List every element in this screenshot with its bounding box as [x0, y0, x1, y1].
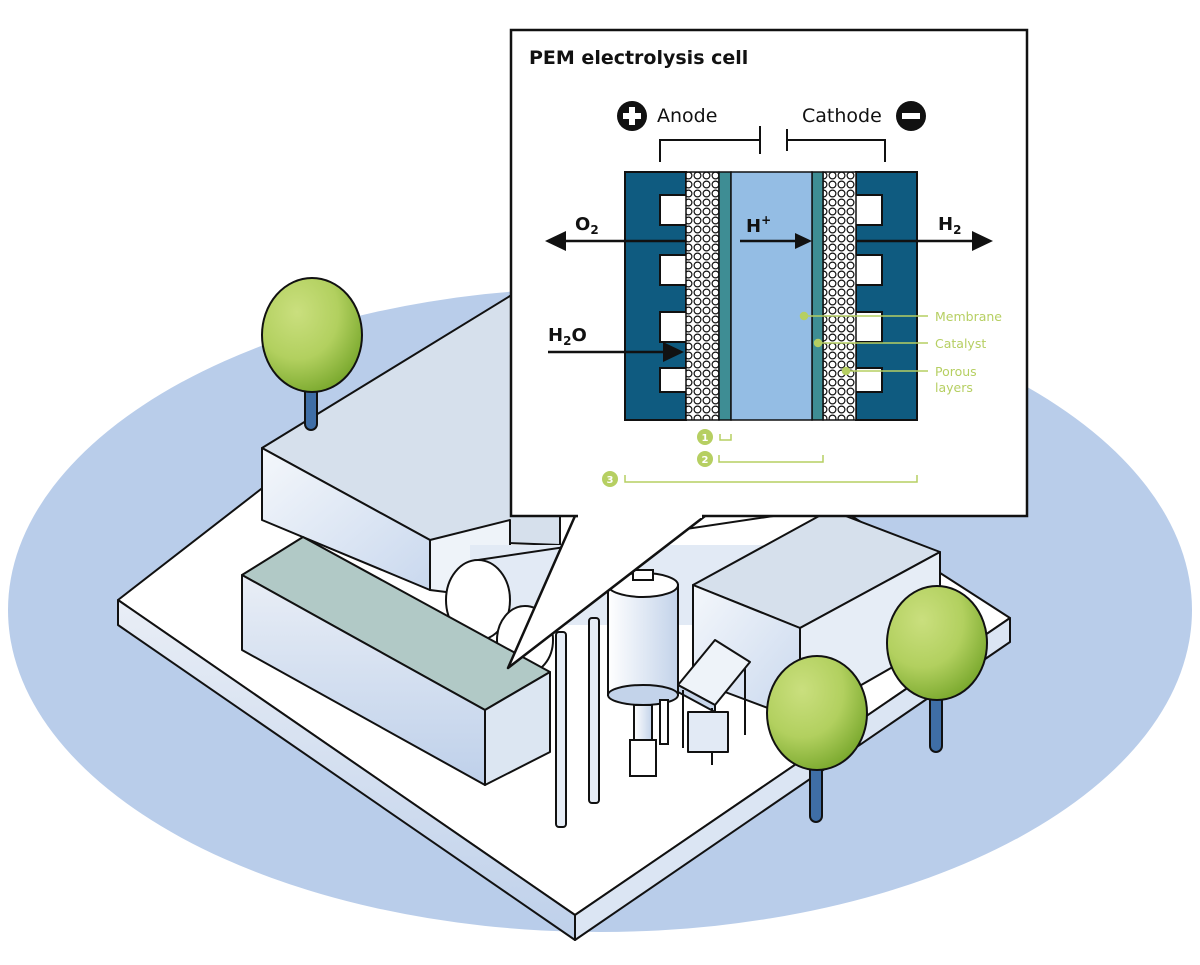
tree-left [261, 277, 363, 431]
anode-porous-layer [685, 171, 720, 421]
svg-text:1: 1 [702, 433, 709, 444]
hydrogen-label: H2 [938, 214, 961, 237]
scale-marker-1: 1 [697, 429, 732, 445]
cathode-sign-icon [896, 101, 926, 131]
circuit-leads [659, 126, 886, 162]
flow-arrows [545, 231, 993, 362]
anode-label: Anode [657, 105, 717, 127]
diagram-title: PEM electrolysis cell [529, 47, 748, 69]
cathode-catalyst [811, 171, 824, 421]
membrane [730, 171, 813, 421]
cathode-label: Cathode [802, 105, 882, 127]
scale-marker-2: 2 [697, 451, 824, 467]
storage-tank [607, 569, 679, 777]
anode-catalyst [718, 171, 732, 421]
equipment-skid [677, 639, 751, 765]
exhaust-stacks [555, 617, 600, 828]
cathode-porous-layer [822, 171, 857, 421]
layer-leaders [799, 311, 928, 376]
scale-marker-3: 3 [602, 471, 918, 487]
catalyst-label: Catalyst [935, 336, 986, 351]
water-label: H2O [548, 325, 587, 348]
front-building [241, 536, 551, 786]
tree-right-back [886, 585, 988, 753]
proton-label: H+ [746, 213, 771, 237]
anode-sign-icon [617, 101, 647, 131]
svg-text:3: 3 [607, 475, 614, 486]
tree-right-front [766, 655, 868, 823]
svg-text:2: 2 [702, 455, 709, 466]
oxygen-label: O2 [575, 214, 599, 237]
membrane-label: Membrane [935, 309, 1002, 324]
